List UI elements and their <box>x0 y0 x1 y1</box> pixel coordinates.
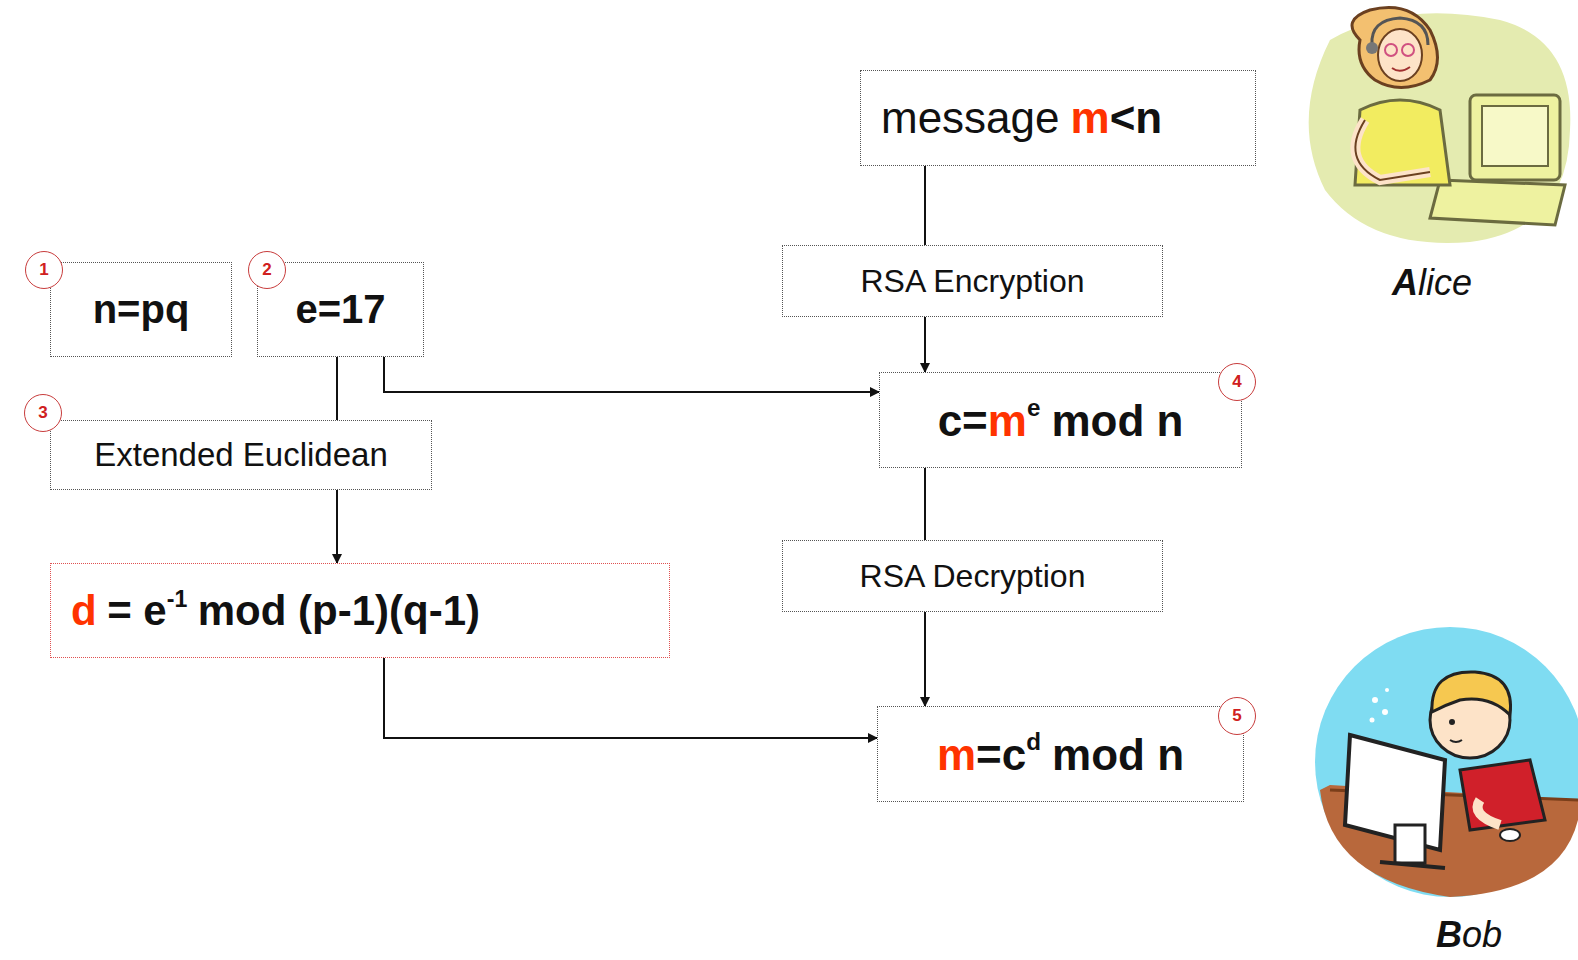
box-text: mod (p-1)(q-1) <box>198 587 480 634</box>
box-text: mod n <box>1052 730 1184 779</box>
box-text: e <box>1027 394 1040 421</box>
modulus-box: n=pq <box>50 262 232 357</box>
private-key-box: d= e-1 mod (p-1)(q-1) <box>50 563 670 658</box>
person-name: Bob <box>1436 914 1502 956</box>
text-line: RSA Encryption <box>860 263 1084 300</box>
ciphertext-box: c=me mod n <box>879 372 1242 468</box>
box-text: c= <box>938 396 988 445</box>
box-text: RSA Decryption <box>860 558 1086 594</box>
process-label: RSA Encryption <box>782 245 1163 317</box>
box-text: message <box>881 93 1060 142</box>
text-line: c=me mod n <box>938 394 1184 445</box>
box-text: e=17 <box>295 287 385 331</box>
box-text: d <box>1026 728 1041 755</box>
connector-arrow <box>924 468 926 540</box>
connector-arrow <box>384 357 879 392</box>
text-line: Extended Euclidean <box>94 436 388 474</box>
connector-arrow <box>336 490 338 563</box>
callout-number: 5 <box>1218 697 1256 735</box>
text-line: messagem<n <box>881 93 1162 143</box>
connector-arrow <box>924 166 926 245</box>
connector-arrow <box>336 357 338 420</box>
callout-number: 2 <box>248 251 286 289</box>
process-label: Extended Euclidean <box>50 420 432 490</box>
box-text: mod n <box>1051 396 1183 445</box>
text-line: e=17 <box>295 287 385 332</box>
message-box: messagem<n <box>860 70 1256 166</box>
box-text: n=pq <box>93 287 190 331</box>
callout-number: 3 <box>24 394 62 432</box>
bob-illustration <box>1315 627 1578 897</box>
box-text: = e <box>107 587 167 634</box>
box-text: d <box>71 587 97 634</box>
box-text: m <box>937 730 976 779</box>
connector-arrow <box>924 317 926 372</box>
plaintext-box: m=cd mod n <box>877 706 1244 802</box>
process-label: RSA Decryption <box>782 540 1163 612</box>
box-text: m <box>988 396 1027 445</box>
text-line: RSA Decryption <box>860 558 1086 595</box>
person-name: Alice <box>1392 262 1472 304</box>
box-text: Extended Euclidean <box>94 436 388 473</box>
text-line: d= e-1 mod (p-1)(q-1) <box>71 586 480 635</box>
box-text: m <box>1071 93 1110 142</box>
alice-illustration <box>1309 8 1571 243</box>
box-text: =c <box>976 730 1026 779</box>
box-text: -1 <box>167 586 188 612</box>
callout-number: 1 <box>25 251 63 289</box>
callout-number: 4 <box>1218 363 1256 401</box>
text-line: m=cd mod n <box>937 728 1184 779</box>
connector-arrow <box>924 612 926 706</box>
box-text: RSA Encryption <box>860 263 1084 299</box>
box-text: <n <box>1110 93 1163 142</box>
text-line: n=pq <box>93 287 190 332</box>
connector-arrow <box>384 658 877 738</box>
